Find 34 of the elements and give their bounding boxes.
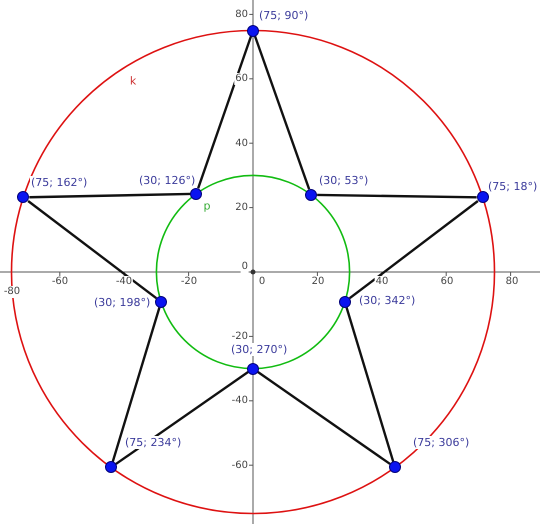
point-label: (75; 162°) [30, 176, 88, 189]
line-segment [254, 36, 310, 190]
point-label: (30; 126°) [138, 174, 196, 187]
line-segment [115, 371, 249, 465]
line-segment [197, 36, 252, 189]
line-segment [345, 307, 394, 462]
point-marker [190, 188, 202, 200]
point-marker [305, 188, 318, 201]
point-label: (30; 198°) [93, 296, 152, 309]
tick-label: 60 [234, 73, 249, 85]
point-label: (75; 306°) [412, 436, 470, 449]
point-marker [388, 461, 401, 474]
point-marker [247, 24, 259, 36]
point-marker [338, 296, 351, 308]
point-marker [17, 191, 30, 204]
line-segment [27, 200, 158, 300]
point-marker [247, 362, 259, 375]
point-marker [476, 191, 489, 204]
point-label: (75; 18°) [487, 180, 538, 193]
line-segment [348, 200, 479, 300]
point-label: (30; 342°) [358, 294, 416, 307]
tick-label: -80 [2, 286, 22, 298]
line-segment [257, 371, 391, 465]
point-marker [105, 461, 118, 474]
line-segment [112, 307, 161, 462]
point-label: (75; 90°) [258, 9, 310, 22]
curve-label: k [128, 74, 138, 88]
tick-label: 0 [240, 261, 249, 273]
point-marker [155, 296, 168, 308]
point-label: (75; 234°) [124, 436, 182, 449]
point-label: (30; 270°) [230, 343, 288, 356]
line-segment [29, 192, 190, 198]
point-label: (30; 53°) [318, 174, 370, 187]
line-segment [317, 194, 477, 198]
